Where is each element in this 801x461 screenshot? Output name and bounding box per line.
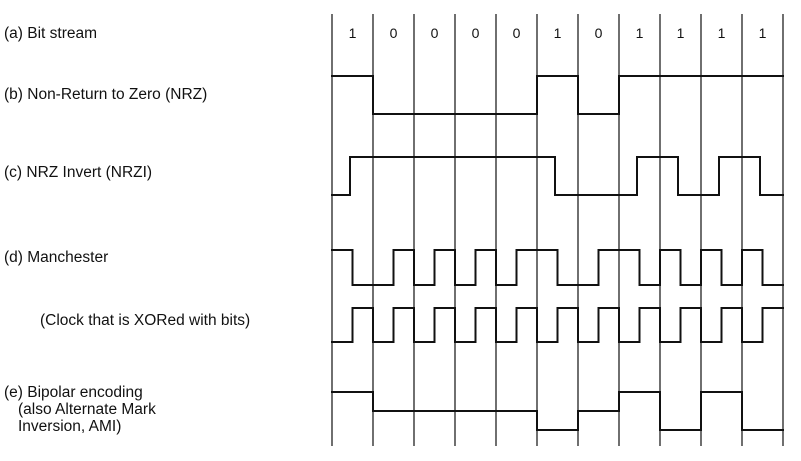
label-clock: (Clock that is XORed with bits) [40,312,251,329]
bit-value: 0 [472,25,480,41]
label-bipolar-line3: Inversion, AMI) [18,418,122,435]
bit-value: 1 [677,25,685,41]
bit-value: 0 [595,25,603,41]
label-bit-stream: (a) Bit stream [4,25,98,42]
label-bipolar-line1: (e) Bipolar encoding [4,384,143,401]
bit-value: 1 [718,25,726,41]
label-nrzi: (c) NRZ Invert (NRZI) [4,164,153,181]
nrzi-waveform [331,156,784,196]
nrz-waveform [331,75,784,115]
bit-value: 1 [636,25,644,41]
bit-value: 0 [390,25,398,41]
manchester-waveform [331,249,784,286]
label-manchester: (d) Manchester [4,249,109,266]
bipolar-waveform [331,391,784,431]
bit-value: 0 [431,25,439,41]
clock-waveform [331,307,784,343]
bit-value: 1 [554,25,562,41]
label-nrz: (b) Non-Return to Zero (NRZ) [4,86,208,103]
bit-value: 1 [349,25,357,41]
bit-value: 1 [759,25,767,41]
label-bipolar-line2: (also Alternate Mark [18,401,156,418]
bit-value: 0 [513,25,521,41]
